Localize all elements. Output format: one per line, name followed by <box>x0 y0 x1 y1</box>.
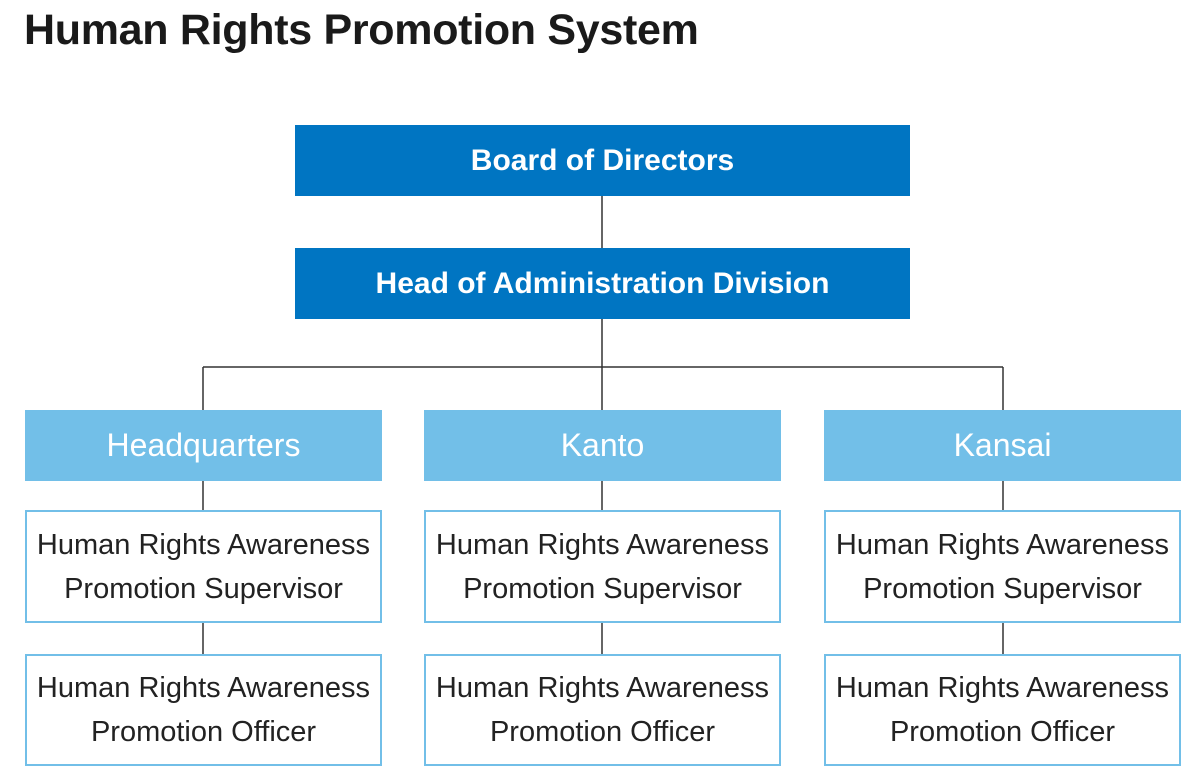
head-of-administration-label: Head of Administration Division <box>375 266 830 300</box>
diagram-title: Human Rights Promotion System <box>24 6 699 54</box>
branch-headquarters-box: Headquarters <box>25 410 382 481</box>
kansai-supervisor-line1: Human Rights Awareness <box>835 528 1170 561</box>
headquarters-supervisor-box: Human Rights Awareness Promotion Supervi… <box>25 510 382 623</box>
head-of-administration-box: Head of Administration Division <box>295 248 910 319</box>
branch-kansai-label: Kansai <box>953 427 1052 463</box>
headquarters-officer-box: Human Rights Awareness Promotion Officer <box>25 654 382 766</box>
kanto-officer-box: Human Rights Awareness Promotion Officer <box>424 654 781 766</box>
branch-headquarters-label: Headquarters <box>106 427 301 463</box>
kansai-officer-line1: Human Rights Awareness <box>835 672 1170 704</box>
branch-kanto-box: Kanto <box>424 410 781 481</box>
kansai-supervisor-box: Human Rights Awareness Promotion Supervi… <box>824 510 1181 623</box>
kanto-supervisor-line2: Promotion Supervisor <box>463 572 742 605</box>
kanto-officer-line2: Promotion Officer <box>489 716 716 748</box>
kansai-officer-line2: Promotion Officer <box>889 716 1116 748</box>
branch-kanto-label: Kanto <box>560 427 645 463</box>
branch-kansai-box: Kansai <box>824 410 1181 481</box>
headquarters-supervisor-line1: Human Rights Awareness <box>36 528 371 561</box>
kansai-officer-box: Human Rights Awareness Promotion Officer <box>824 654 1181 766</box>
kanto-supervisor-box: Human Rights Awareness Promotion Supervi… <box>424 510 781 623</box>
kanto-supervisor-line1: Human Rights Awareness <box>435 528 770 561</box>
kanto-officer-line1: Human Rights Awareness <box>435 672 770 704</box>
headquarters-officer-line2: Promotion Officer <box>90 716 317 748</box>
board-of-directors-box: Board of Directors <box>295 125 910 196</box>
headquarters-officer-line1: Human Rights Awareness <box>36 672 371 704</box>
kansai-supervisor-line2: Promotion Supervisor <box>863 572 1142 605</box>
board-of-directors-label: Board of Directors <box>470 143 735 177</box>
headquarters-supervisor-line2: Promotion Supervisor <box>64 572 343 605</box>
